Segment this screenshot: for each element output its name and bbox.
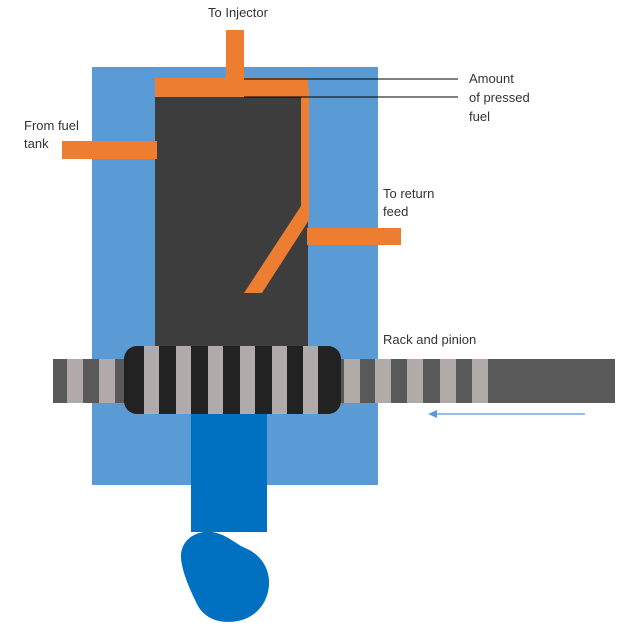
pinion-tooth [272, 346, 287, 414]
rack-tooth [440, 359, 456, 403]
rack-tooth [99, 359, 115, 403]
cam-lobe [180, 531, 270, 622]
plunger [155, 88, 308, 354]
label-return-line1: To return [383, 186, 435, 201]
pinion-teeth [144, 346, 318, 414]
arrow-head [428, 410, 437, 418]
pinion-tooth [208, 346, 223, 414]
label-to-injector: To Injector [208, 5, 268, 20]
label-from-fuel-line2: tank [24, 136, 49, 151]
rack-tooth [375, 359, 391, 403]
return-pipe [307, 228, 401, 245]
pressure-chamber-top [155, 78, 308, 97]
label-from-fuel-line1: From fuel [24, 118, 79, 133]
label-return-line2: feed [383, 204, 409, 219]
rack-tooth [407, 359, 423, 403]
pinion-tooth [303, 346, 318, 414]
pinion-tooth [144, 346, 159, 414]
rack-tooth [67, 359, 83, 403]
label-amount-line1: Amount [469, 71, 514, 86]
injector-outlet-pipe [226, 30, 244, 82]
label-amount-line2: of pressed [469, 90, 530, 105]
label-rack-and-pinion: Rack and pinion [383, 332, 477, 347]
pinion-tooth [240, 346, 255, 414]
fuel-inlet-pipe [62, 141, 157, 159]
label-amount-line3: fuel [469, 109, 490, 124]
helix-groove [244, 88, 309, 293]
pinion-tooth [176, 346, 191, 414]
rack-tooth [344, 359, 360, 403]
rack-tooth [472, 359, 488, 403]
fuel-pipes [62, 30, 401, 293]
drive-shaft [191, 414, 267, 532]
rack-teeth [67, 359, 488, 403]
